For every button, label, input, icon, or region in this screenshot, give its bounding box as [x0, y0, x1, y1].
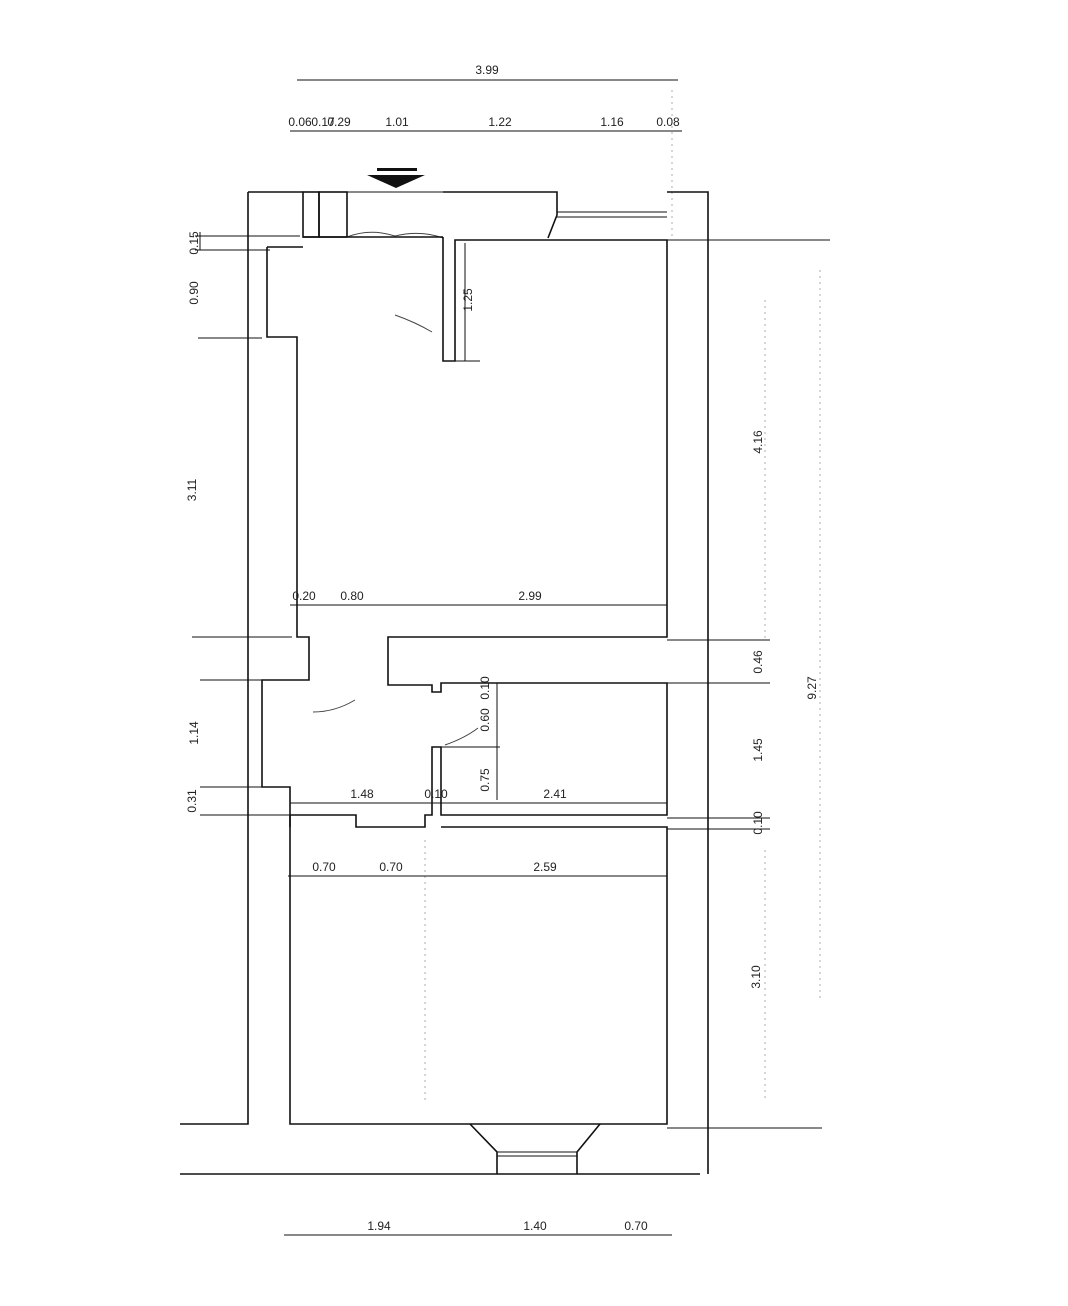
- dim-left-5: 0.31: [185, 789, 199, 813]
- dim-left-4: 1.14: [187, 721, 201, 745]
- window-frame: [318, 191, 348, 238]
- dim-top-overall: 3.99: [475, 63, 499, 77]
- outer-wall-right: [667, 191, 709, 1174]
- dim-row1-c: 2.99: [518, 589, 542, 603]
- inner-partitions: [290, 237, 668, 828]
- dim-row2-c: 2.41: [543, 787, 567, 801]
- dim-bottom-b: 1.40: [523, 1219, 547, 1233]
- entrance-door-swing: [346, 231, 396, 238]
- entrance-arrow-icon: [367, 168, 425, 188]
- window-frame-left: [302, 191, 320, 238]
- window-bay-right: [576, 1123, 601, 1174]
- dim-top-seg-3: 0.29: [327, 115, 351, 129]
- dim-top-seg-7: 0.08: [656, 115, 680, 129]
- dim-right-2: 0.46: [751, 650, 765, 674]
- dim-top-seg-4: 1.01: [385, 115, 409, 129]
- dim-bottom-a: 1.94: [367, 1219, 391, 1233]
- dim-top-seg-6: 1.16: [600, 115, 624, 129]
- window-bay-left: [469, 1123, 498, 1174]
- dim-row2-a: 1.48: [350, 787, 374, 801]
- outer-wall-left: [180, 192, 249, 1125]
- dim-small-a: 0.10: [478, 676, 492, 700]
- bathroom-door-swing: [444, 727, 479, 746]
- dim-top-seg-5: 1.22: [488, 115, 512, 129]
- dim-small-b: 0.60: [478, 708, 492, 732]
- dim-right-1: 4.16: [751, 430, 765, 454]
- dim-small-c: 0.75: [478, 768, 492, 792]
- dim-right-3: 1.45: [751, 738, 765, 762]
- dim-left-2: 0.90: [187, 281, 201, 305]
- dim-right-4: 0.10: [751, 811, 765, 835]
- dim-corridor-wall: 1.25: [461, 288, 475, 312]
- dim-row3-c: 2.59: [533, 860, 557, 874]
- dim-right-5: 3.10: [749, 965, 763, 989]
- dim-top-seg-1: 0.06: [288, 115, 312, 129]
- top-wall-segment: [443, 191, 558, 239]
- dim-row1-a: 0.20: [292, 589, 316, 603]
- dim-row3-a: 0.70: [312, 860, 336, 874]
- inner-wall-left: [261, 247, 668, 1125]
- dim-top-seg-2: 0.17: [311, 115, 335, 129]
- dim-left-1: 0.15: [187, 231, 201, 255]
- dim-row2-b: 0.10: [424, 787, 448, 801]
- room-door-swing: [394, 314, 433, 333]
- dim-bottom-c: 0.70: [624, 1219, 648, 1233]
- dim-row3-b: 0.70: [379, 860, 403, 874]
- hall-door-swing: [312, 699, 356, 713]
- dim-left-3: 3.11: [185, 478, 199, 501]
- dim-right-overall: 9.27: [805, 676, 819, 700]
- dim-row1-b: 0.80: [340, 589, 364, 603]
